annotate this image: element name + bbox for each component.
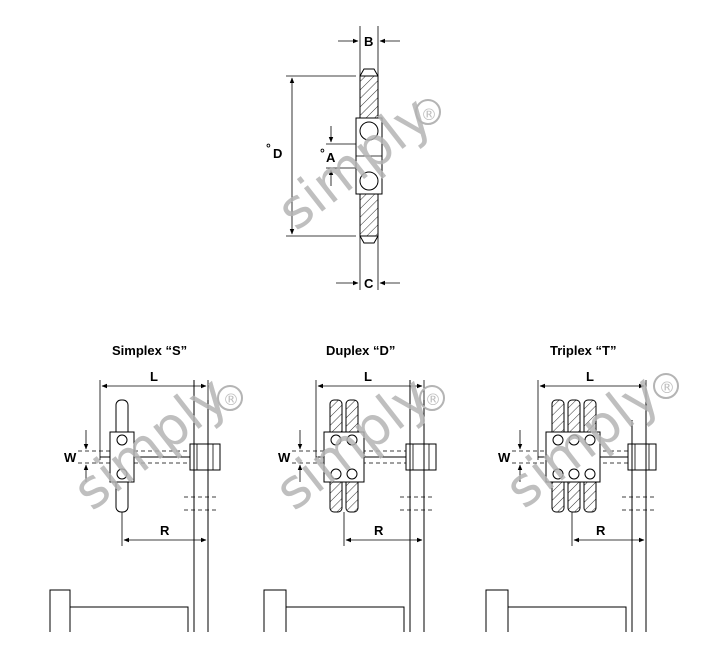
triplex-label-w: W [498, 450, 511, 465]
duplex-title: Duplex “D” [326, 343, 395, 358]
duplex-nut [405, 443, 437, 471]
degree-a: ° [320, 146, 325, 160]
dimension-d: ° D [266, 75, 356, 237]
triplex-view: Triplex “T” L W R [485, 343, 679, 632]
duplex-label-r: R [374, 523, 384, 538]
dimension-c: C [336, 276, 400, 291]
svg-text:®: ® [425, 390, 441, 409]
dimension-a: ° A [320, 126, 356, 186]
triplex-label-l: L [586, 369, 594, 384]
triplex-title: Triplex “T” [550, 343, 616, 358]
label-b: B [364, 34, 373, 49]
triplex-label-r: R [596, 523, 606, 538]
svg-text:®: ® [659, 378, 675, 397]
duplex-label-l: L [364, 369, 372, 384]
svg-text:®: ® [421, 105, 437, 124]
triplex-nut [627, 443, 657, 471]
lower-bore-circle [359, 171, 379, 191]
simplex-label-w: W [64, 450, 77, 465]
watermark-simplex: simply ® [61, 364, 243, 523]
label-d: D [273, 146, 282, 161]
top-section-view: B C ° D [265, 26, 443, 291]
degree-d: ° [266, 141, 271, 155]
simplex-nut [189, 443, 221, 471]
lower-tooth-section [359, 193, 379, 237]
duplex-label-w: W [278, 450, 291, 465]
duplex-view: Duplex “D” L W R simply [263, 343, 445, 632]
svg-text:®: ® [223, 390, 239, 409]
dimension-b: B [338, 34, 400, 49]
simplex-label-l: L [150, 369, 158, 384]
upper-bore-circle [359, 121, 379, 141]
simplex-view: Simplex “S” L W R [49, 343, 243, 632]
label-a: A [326, 150, 336, 165]
svg-text:simply: simply [61, 364, 239, 523]
simplex-label-r: R [160, 523, 170, 538]
label-c: C [364, 276, 374, 291]
simplex-title: Simplex “S” [112, 343, 187, 358]
